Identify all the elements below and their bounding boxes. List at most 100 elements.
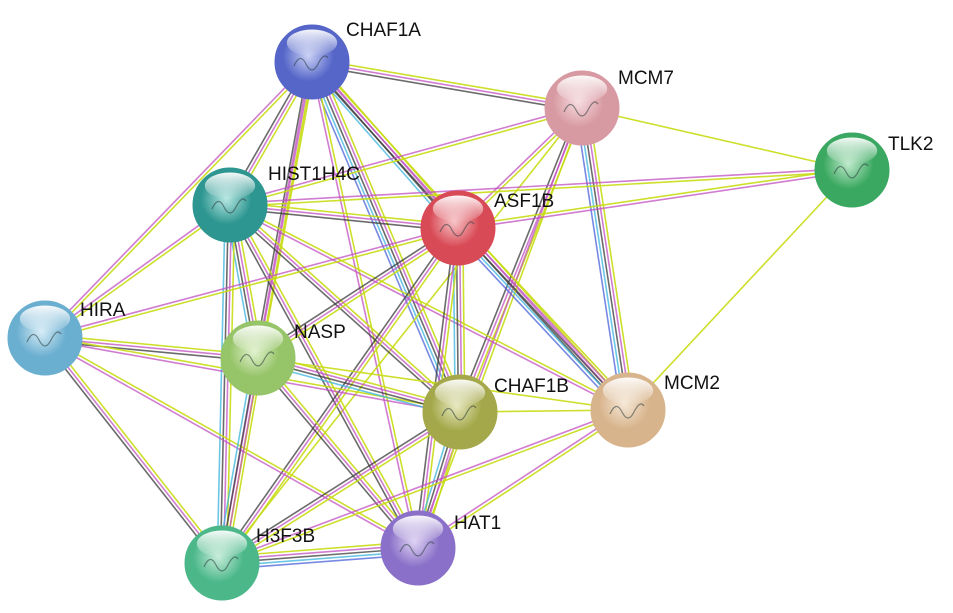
edge-tlk2-mcm2[interactable]	[627, 169, 853, 411]
node-highlight	[286, 29, 338, 57]
edge-line-blue	[574, 108, 623, 412]
edge-line-dark	[457, 227, 629, 411]
edge-line-yellow	[45, 205, 232, 340]
node-mcm7[interactable]	[544, 70, 620, 146]
node-label-nasp: NASP	[294, 322, 346, 343]
edge-line-dark	[41, 339, 221, 566]
edge-hist1h4c-chaf1b[interactable]	[227, 202, 463, 415]
edge-line-yellow	[418, 410, 630, 551]
edge-line-yellow	[230, 201, 459, 226]
edge-line-dark	[219, 204, 230, 563]
edge-line-magenta	[44, 225, 458, 338]
node-highlight	[556, 75, 608, 103]
edge-tlk2-hist1h4c[interactable]	[229, 167, 853, 208]
node-mcm2[interactable]	[590, 372, 666, 448]
node-label-hat1: HAT1	[454, 513, 501, 534]
edge-line-magenta	[257, 357, 419, 549]
edge-line-magenta	[311, 61, 583, 109]
edge-line-yellow	[457, 167, 852, 228]
edge-line-yellow	[45, 62, 314, 340]
edge-line-magenta	[229, 204, 461, 413]
edge-mcm7-h3f3b[interactable]	[221, 107, 583, 564]
edge-hist1h4c-hira[interactable]	[43, 203, 232, 340]
node-chaf1b[interactable]	[422, 374, 498, 450]
edge-tlk2-asf1b[interactable]	[457, 167, 853, 231]
structure-icon	[833, 163, 869, 179]
edge-line-yellow	[230, 108, 583, 208]
edge-line-dark	[581, 107, 629, 411]
node-label-asf1b: ASF1B	[494, 191, 554, 212]
edge-asf1b-nasp[interactable]	[255, 224, 461, 362]
edge-line-magenta	[229, 167, 852, 205]
edge-chaf1b-h3f3b[interactable]	[219, 408, 463, 567]
node-highlight	[826, 137, 878, 165]
edge-mcm7-mcm2[interactable]	[574, 106, 636, 412]
edge-chaf1a-hat1[interactable]	[309, 61, 421, 549]
edge-line-magenta	[222, 205, 233, 564]
edge-line-magenta	[43, 60, 312, 338]
edge-mcm2-h3f3b[interactable]	[221, 407, 629, 566]
edge-line-magenta	[229, 204, 459, 229]
edge-asf1b-mcm2[interactable]	[452, 223, 634, 415]
structure-icon	[239, 351, 275, 367]
node-highlight	[204, 172, 256, 200]
node-nasp[interactable]	[220, 320, 296, 396]
edge-line-yellow	[627, 169, 853, 411]
edge-line-yellow	[587, 106, 636, 410]
labels-layer: CHAF1AMCM7TLK2HIST1H4CASF1BHIRANASPCHAF1…	[80, 20, 933, 547]
edge-asf1b-h3f3b[interactable]	[218, 225, 462, 566]
node-tlk2[interactable]	[814, 132, 890, 208]
node-hist1h4c[interactable]	[192, 167, 268, 243]
edge-line-cyan	[578, 108, 626, 411]
edge-line-cyan	[216, 204, 227, 563]
node-label-tlk2: TLK2	[888, 134, 933, 155]
edge-line-dark	[456, 106, 580, 412]
node-hat1[interactable]	[380, 510, 456, 586]
node-h3f3b[interactable]	[184, 525, 260, 601]
edge-line-dark	[255, 224, 457, 356]
edge-mcm2-hat1[interactable]	[416, 407, 630, 551]
structure-icon	[563, 101, 599, 117]
edge-chaf1a-mcm7[interactable]	[311, 58, 583, 112]
edge-line-yellow	[45, 335, 420, 548]
edge-mcm7-hat1[interactable]	[415, 107, 585, 549]
edge-line-yellow	[45, 228, 459, 341]
edge-mcm7-tlk2[interactable]	[581, 107, 853, 171]
node-chaf1a[interactable]	[274, 24, 350, 100]
edge-hira-h3f3b[interactable]	[41, 335, 226, 566]
node-highlight	[434, 379, 486, 407]
edge-line-yellow	[231, 202, 463, 411]
node-highlight	[232, 325, 284, 353]
node-highlight	[392, 515, 444, 543]
node-hira[interactable]	[7, 300, 83, 376]
edge-nasp-hat1[interactable]	[254, 355, 422, 551]
node-label-chaf1b: CHAF1B	[494, 376, 569, 397]
edge-asf1b-hira[interactable]	[44, 225, 459, 341]
edge-line-magenta	[229, 105, 582, 205]
edge-line-magenta	[257, 227, 459, 359]
edge-line-yellow	[230, 170, 853, 208]
edge-chaf1a-hira[interactable]	[43, 60, 314, 340]
node-label-mcm7: MCM7	[618, 68, 674, 89]
edge-mcm7-hist1h4c[interactable]	[229, 105, 583, 208]
edge-line-blue	[452, 231, 624, 415]
edge-chaf1a-chaf1b[interactable]	[305, 59, 467, 415]
structure-icon	[441, 405, 477, 421]
edge-line-dark	[226, 206, 416, 550]
edge-line-yellow	[223, 414, 463, 567]
structure-icon	[609, 403, 645, 419]
nodes-layer	[7, 24, 890, 601]
edge-line-dark	[311, 61, 461, 413]
edge-line-dark	[254, 359, 417, 551]
edge-line-magenta	[458, 170, 853, 231]
edge-hist1h4c-asf1b[interactable]	[229, 201, 459, 232]
edge-line-yellow	[230, 202, 630, 410]
node-label-hist1h4c: HIST1H4C	[268, 164, 360, 185]
edge-hist1h4c-mcm2[interactable]	[228, 202, 630, 413]
edge-line-dark	[311, 64, 582, 112]
edge-line-cyan	[308, 62, 458, 414]
edge-line-dark	[227, 206, 459, 415]
node-label-hira: HIRA	[80, 300, 126, 321]
node-asf1b[interactable]	[420, 190, 496, 266]
